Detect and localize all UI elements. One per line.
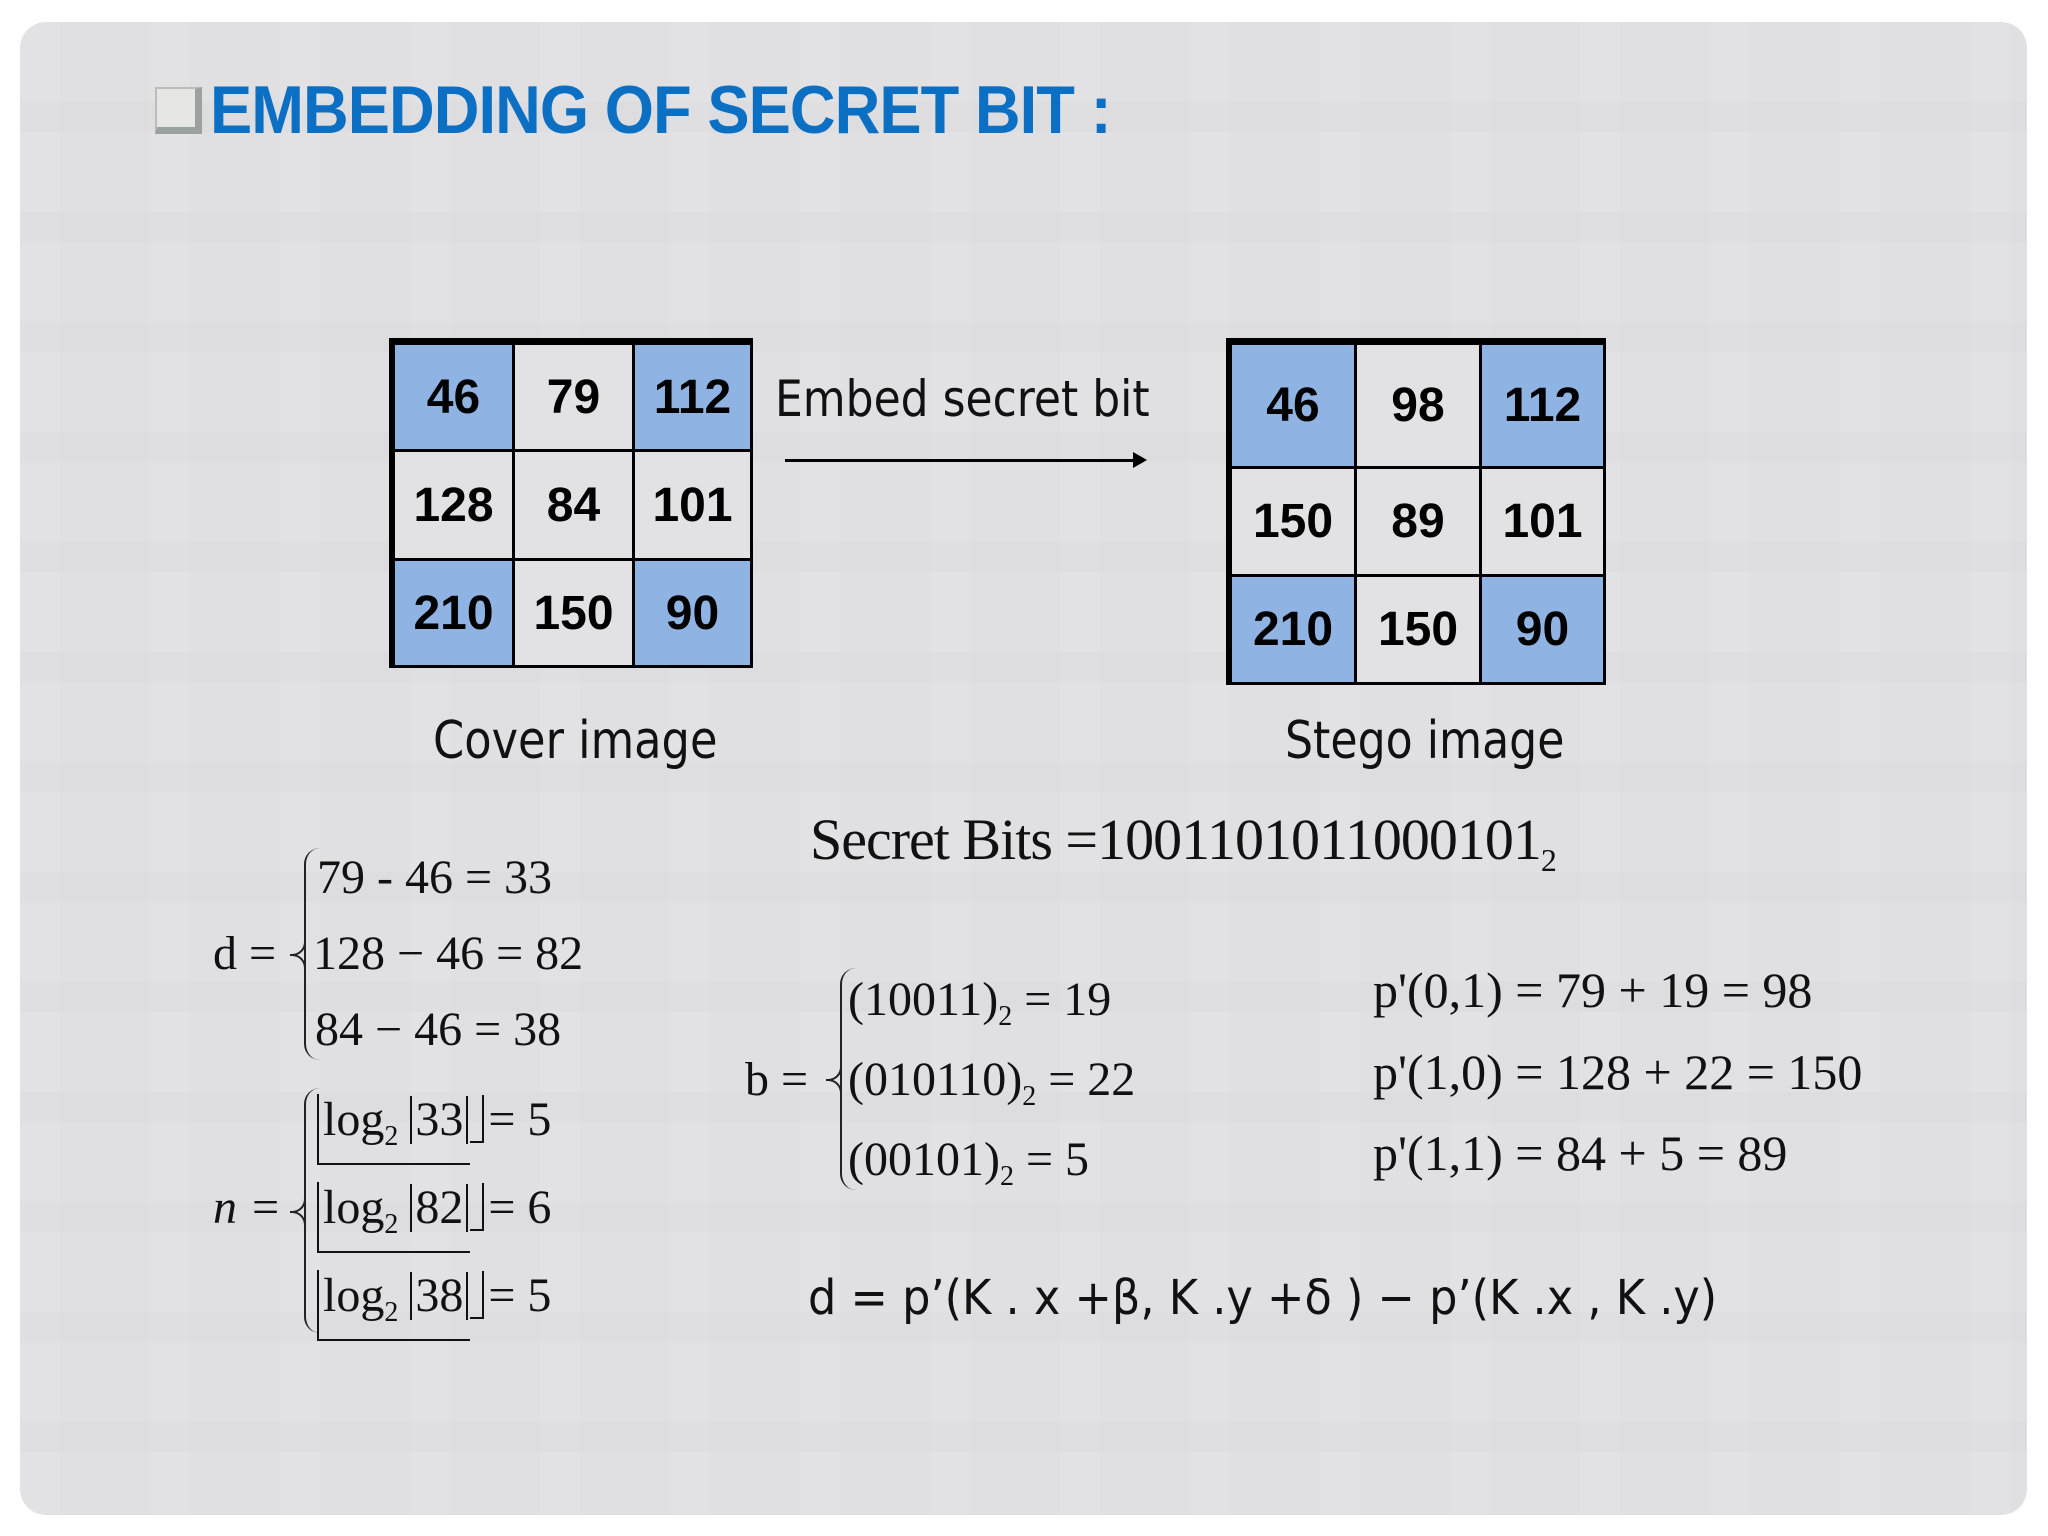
d-line-3: 84 − 46 = 38 — [315, 1003, 562, 1056]
stego-cell: 150 — [1232, 469, 1354, 574]
n-line-2: log2 82= 6 — [317, 1182, 551, 1253]
cover-image-label: Cover image — [433, 711, 718, 771]
cover-cell: 150 — [515, 561, 632, 665]
stego-cell: 89 — [1357, 469, 1479, 574]
embed-secret-bit-label: Embed secret bit — [775, 370, 1150, 428]
p-line-3: p'(1,1) = 84 + 5 = 89 — [1373, 1125, 1788, 1181]
cover-cell: 84 — [515, 452, 632, 558]
difference-formula: d = p’(K . x +β, K .y +δ ) − p’(K .x , K… — [808, 1270, 1718, 1326]
cover-cell: 79 — [515, 345, 632, 449]
slide — [20, 22, 2027, 1515]
left-brace-icon — [290, 848, 320, 1060]
checkbox-square-icon — [155, 87, 202, 134]
n-line-1: log2 33= 5 — [317, 1094, 551, 1165]
left-brace-icon — [826, 968, 856, 1190]
d-line-2: 128 − 46 = 82 — [313, 927, 584, 980]
stego-cell: 112 — [1482, 345, 1603, 466]
stego-cell: 101 — [1482, 469, 1603, 574]
cover-cell: 101 — [635, 452, 750, 558]
cover-image-grid: 46 79 112 128 84 101 210 150 90 — [389, 338, 753, 668]
stego-cell: 46 — [1232, 345, 1354, 466]
stego-cell: 98 — [1357, 345, 1479, 466]
secret-bits-label: Secret Bits — [810, 807, 1053, 872]
b-line-3: (00101)2 = 5 — [848, 1133, 1090, 1193]
page-title: EMBEDDING OF SECRET BIT : — [210, 72, 1112, 148]
n-line-3: log2 38= 5 — [317, 1270, 551, 1341]
b-lhs: b = — [745, 1053, 809, 1106]
stego-image-grid: 46 98 112 150 89 101 210 150 90 — [1226, 338, 1606, 685]
cover-cell: 46 — [395, 345, 512, 449]
equals-sign: = — [1065, 807, 1098, 872]
secret-bits-base: 2 — [1540, 842, 1557, 878]
cover-cell: 112 — [635, 345, 750, 449]
d-line-1: 79 - 46 = 33 — [317, 851, 553, 904]
d-lhs: d = — [213, 927, 277, 980]
stego-image-label: Stego image — [1285, 711, 1565, 771]
left-brace-icon — [290, 1088, 320, 1333]
n-lhs: n = — [213, 1181, 282, 1234]
b-line-2: (010110)2 = 22 — [848, 1053, 1136, 1113]
secret-bits-value: 1001101011000101 — [1097, 807, 1542, 872]
stego-cell: 150 — [1357, 577, 1479, 682]
right-arrow-icon — [785, 452, 1147, 468]
cover-cell: 90 — [635, 561, 750, 665]
cover-cell: 210 — [395, 561, 512, 665]
stego-cell: 210 — [1232, 577, 1354, 682]
p-line-1: p'(0,1) = 79 + 19 = 98 — [1373, 962, 1813, 1018]
b-line-1: (10011)2 = 19 — [848, 973, 1112, 1033]
secret-bits-equation: Secret Bits =10011010110001012 — [810, 807, 1557, 892]
cover-cell: 128 — [395, 452, 512, 558]
stego-cell: 90 — [1482, 577, 1603, 682]
p-line-2: p'(1,0) = 128 + 22 = 150 — [1373, 1044, 1863, 1100]
